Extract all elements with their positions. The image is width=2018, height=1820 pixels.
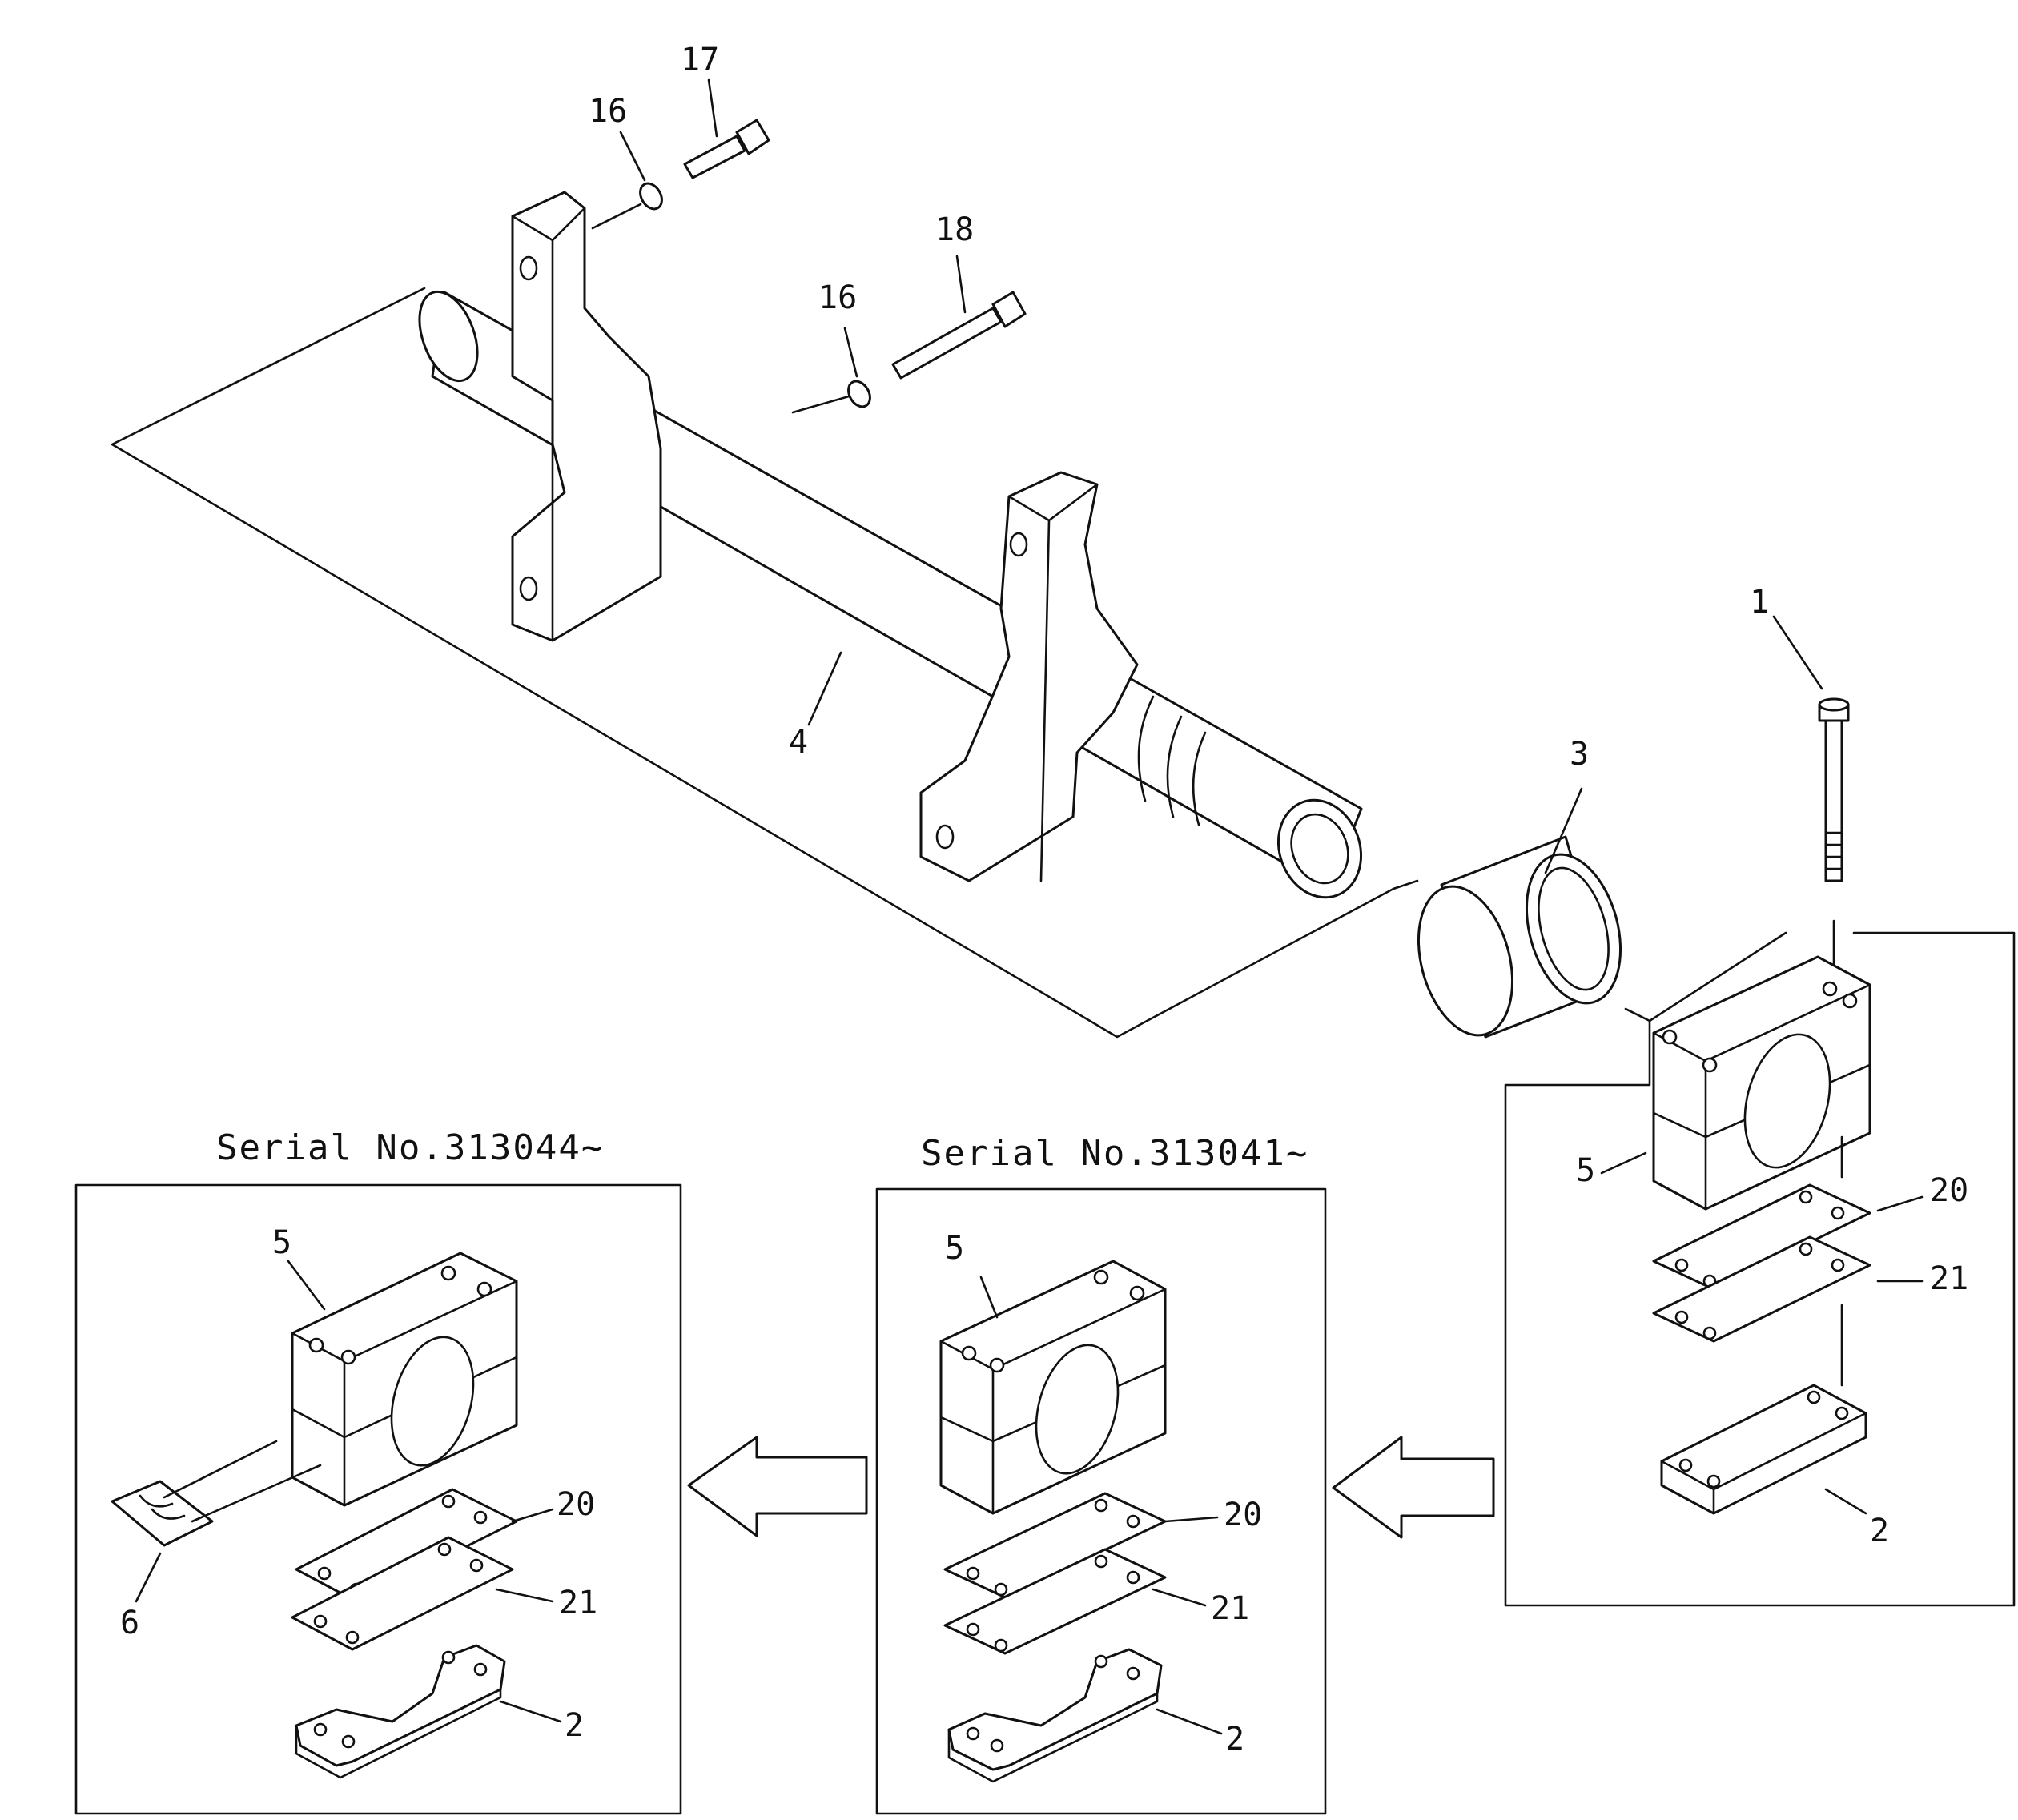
clamp-block-5 [1652, 955, 1871, 1211]
leader-lines [135, 78, 1924, 1735]
callouts: 17 16 18 16 4 3 1 5 20 21 2 5 20 21 2 5 … [120, 42, 1968, 1758]
callout-2-right: 2 [1870, 1513, 1889, 1549]
plate-2-left [295, 1644, 506, 1779]
shim-21 [1652, 1235, 1871, 1343]
serial-caption-left: Serial No.313044~ [216, 1127, 604, 1168]
serial-caption-middle: Serial No.313041~ [921, 1133, 1308, 1174]
shim-6-left [111, 1440, 322, 1547]
panel-left [74, 1183, 682, 1815]
callout-4: 4 [789, 724, 808, 761]
right-bracket [919, 471, 1139, 882]
callout-21-left: 21 [559, 1585, 597, 1621]
callout-2-left: 2 [565, 1707, 584, 1744]
washer-16-lower-icon [847, 380, 871, 408]
callout-2-middle: 2 [1225, 1721, 1244, 1758]
arrow-left-icon [687, 1436, 868, 1537]
shim-20-middle [943, 1492, 1167, 1599]
panel-middle [875, 1187, 1327, 1815]
bolt-17-icon [683, 119, 770, 179]
washer-16-upper-icon [639, 182, 663, 211]
shim-21-middle [943, 1548, 1167, 1655]
shim-20 [1652, 1183, 1871, 1291]
callout-5-right: 5 [1576, 1152, 1595, 1189]
callout-6-left: 6 [120, 1605, 139, 1641]
callout-20-middle: 20 [1224, 1497, 1262, 1533]
panel-right [1504, 931, 2016, 1607]
arrow-left-icon [1332, 1436, 1495, 1539]
bolt-18-icon [891, 291, 1027, 380]
clamp-block-5-middle [939, 1260, 1167, 1515]
callout-16-upper: 16 [589, 93, 627, 130]
clamp-block-5-left [291, 1252, 518, 1507]
left-bracket [511, 191, 662, 642]
callout-20-left: 20 [557, 1486, 595, 1523]
callout-18: 18 [935, 211, 974, 248]
shaft-assembly [111, 119, 1395, 1039]
bolt-1-icon [1818, 697, 1850, 986]
callout-21-right: 21 [1930, 1260, 1968, 1297]
bushing-3 [1392, 835, 1651, 1039]
callout-1: 1 [1750, 584, 1769, 621]
callout-20-right: 20 [1930, 1172, 1968, 1209]
callout-17: 17 [681, 42, 719, 78]
callout-3: 3 [1570, 736, 1589, 773]
callout-5-left: 5 [272, 1224, 291, 1261]
callout-21-middle: 21 [1211, 1590, 1249, 1627]
plate-2 [1660, 1384, 1867, 1515]
plate-2-middle [947, 1648, 1163, 1783]
callout-5-middle: 5 [945, 1230, 964, 1267]
callout-16-lower: 16 [818, 279, 857, 316]
shim-21-left [291, 1536, 514, 1651]
